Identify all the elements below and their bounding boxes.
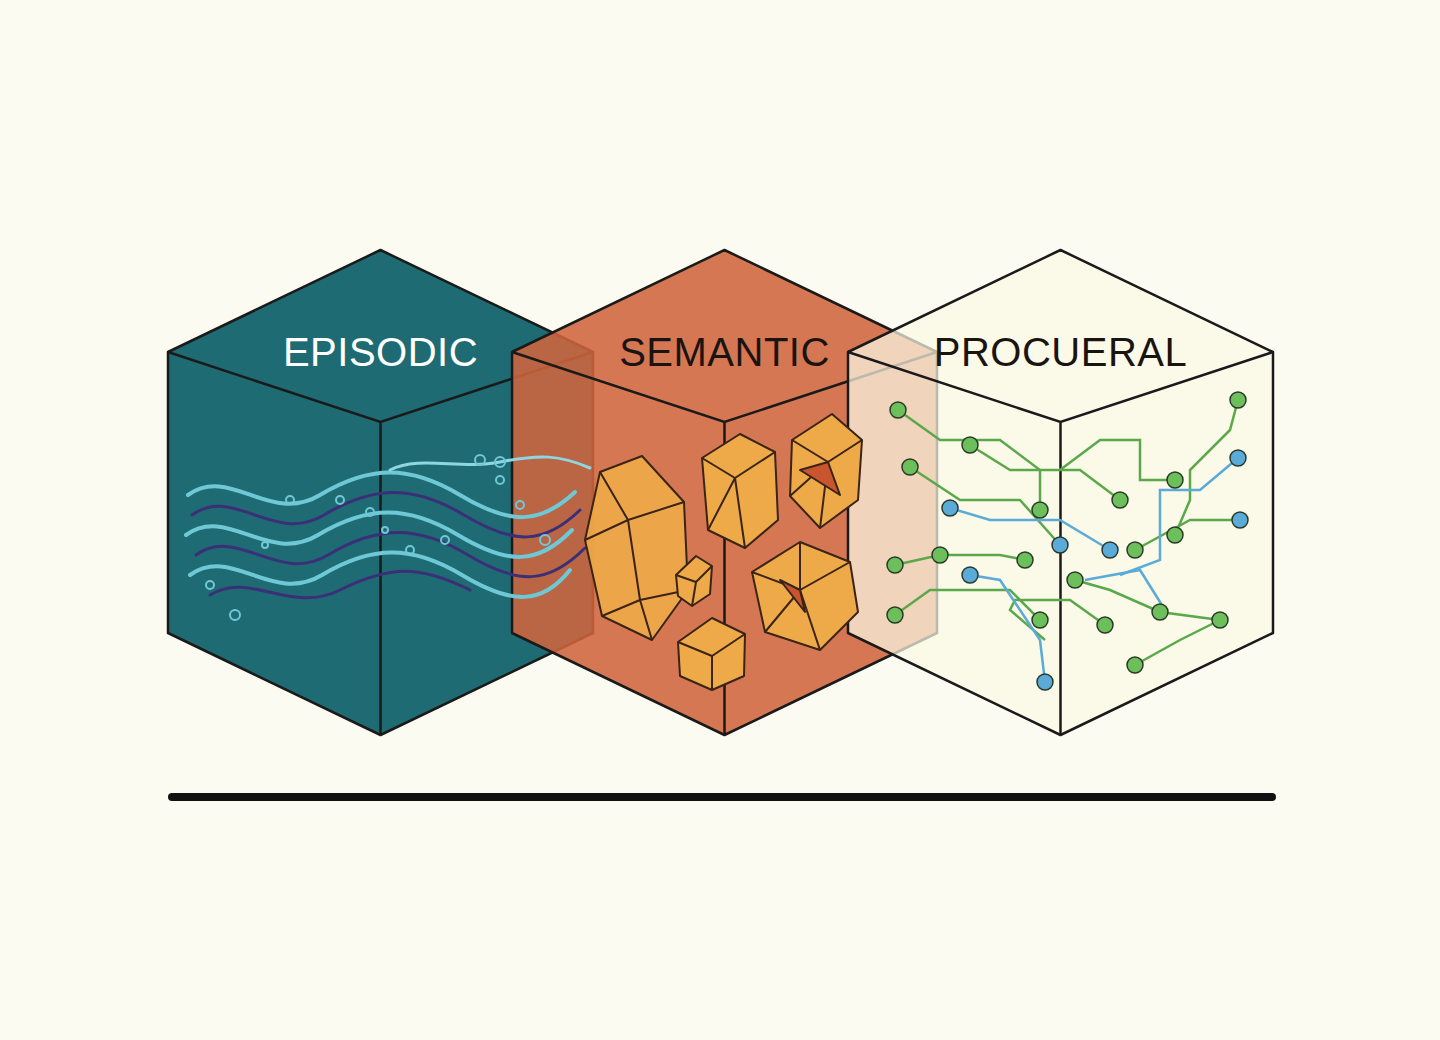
cube-outline	[848, 250, 1273, 735]
cube-label: PROCUERAL	[934, 330, 1187, 375]
episodic-waves	[186, 457, 590, 598]
procedural-nodes	[887, 392, 1248, 690]
cube-label: SEMANTIC	[619, 330, 830, 375]
procedural-cube: PROCUERAL	[848, 250, 1273, 735]
base-line	[172, 793, 1272, 801]
cube-label: EPISODIC	[283, 330, 478, 375]
episodic-bubbles	[206, 455, 550, 620]
procedural-circuit	[895, 400, 1240, 682]
semantic-crystals	[585, 414, 862, 690]
